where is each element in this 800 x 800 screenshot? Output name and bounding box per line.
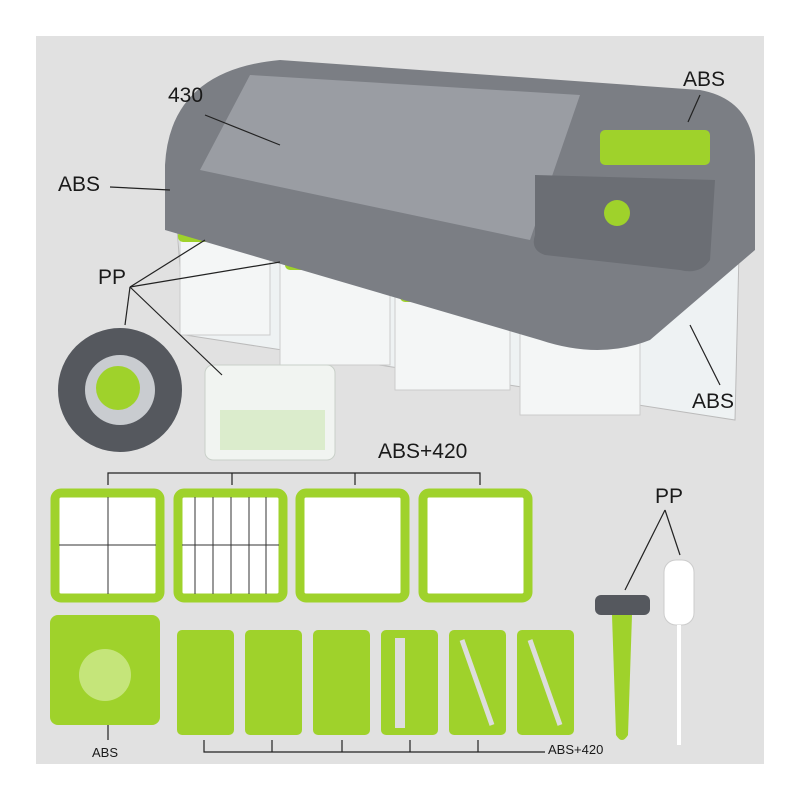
label-abs-420-top: ABS+420 [378, 440, 468, 463]
label-pp-peeler: PP [655, 485, 684, 508]
handle-part [58, 328, 182, 452]
bottom-blades [50, 615, 574, 735]
peeler [595, 595, 650, 740]
label-abs-lid: ABS [58, 173, 101, 196]
storage-box [204, 364, 336, 461]
cleaning-brush [663, 559, 695, 745]
label-abs-420-bottom: ABS+420 [548, 742, 604, 757]
grid-lines [59, 497, 279, 594]
label-pp-containers: PP [98, 266, 127, 289]
chopper-box [165, 60, 755, 421]
arrows [107, 94, 721, 753]
label-abs-top-right: ABS [683, 68, 726, 91]
label-abs-holder: ABS [92, 745, 119, 760]
label-abs-base: ABS [692, 390, 735, 413]
label-430: 430 [168, 84, 204, 107]
